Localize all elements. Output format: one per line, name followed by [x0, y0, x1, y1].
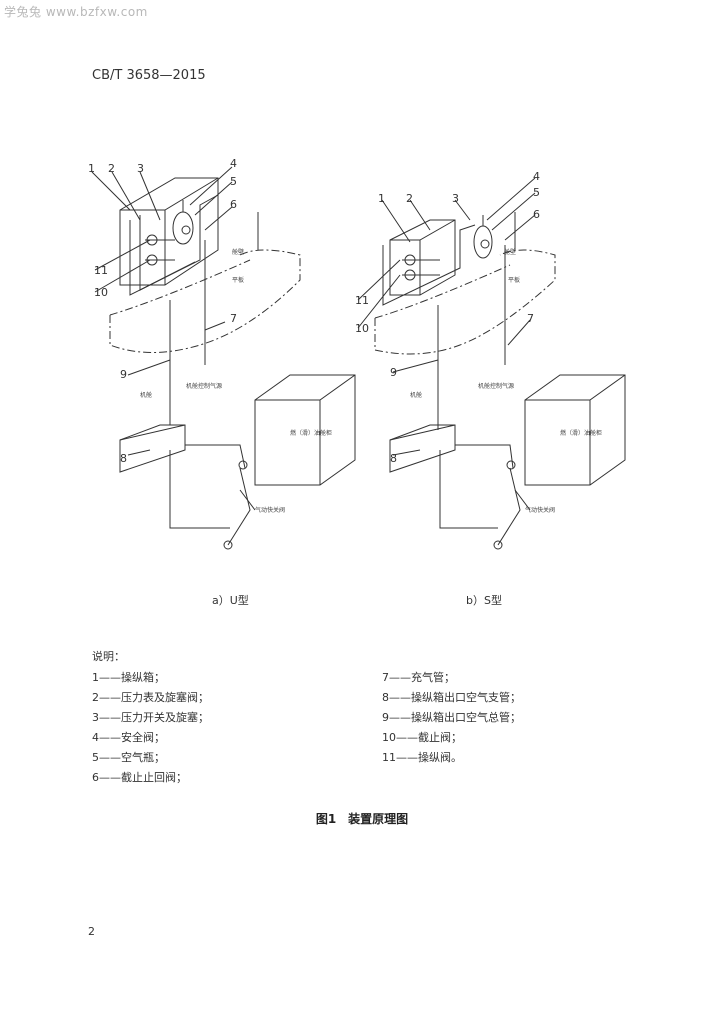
note-item: 1——操纵箱；: [92, 671, 165, 684]
callout-4-left: 4: [230, 157, 237, 170]
u-type-diagram: [109, 177, 356, 550]
s-valve-label: 气动快关阀: [525, 506, 555, 514]
callout-6-left: 6: [230, 198, 237, 211]
note-item: 2——压力表及旋塞阀；: [92, 691, 209, 704]
figure-title: 图1 装置原理图: [315, 812, 409, 826]
callout-5-right: 5: [533, 186, 540, 199]
callout-7-left: 7: [230, 312, 237, 325]
s-control-air-label: 机舱控制气源: [478, 382, 514, 390]
callout-11-left: 11: [94, 264, 108, 277]
callout-5-left: 5: [230, 175, 237, 188]
callout-6-right: 6: [533, 208, 540, 221]
note-item: 3——压力开关及旋塞；: [92, 711, 209, 724]
schematic-figure: 1 2 3 4 5 6 7 8 9 10 11 舱壁 平板 机舱 燃（滑）油舱柜…: [0, 150, 724, 610]
callout-8-right: 8: [390, 452, 397, 465]
schematic-drawing: 1 2 3 4 5 6 7 8 9 10 11 舱壁 平板 机舱 燃（滑）油舱柜…: [88, 157, 626, 550]
note-item: 5——空气瓶；: [92, 751, 165, 764]
callout-3-right: 3: [452, 192, 459, 205]
note-item: 4——安全阀；: [92, 731, 165, 744]
note-item: 8——操纵箱出口空气支管；: [382, 691, 521, 704]
u-tank-label: 燃（滑）油舱柜: [290, 429, 332, 437]
callout-8-left: 8: [120, 452, 127, 465]
page-number: 2: [88, 925, 95, 938]
callout-11-right: 11: [355, 294, 369, 307]
callout-4-right: 4: [533, 170, 540, 183]
callout-2-left: 2: [108, 162, 115, 175]
callout-10-left: 10: [94, 286, 108, 299]
s-type-diagram: [374, 212, 626, 550]
u-bulkhead-label: 舱壁: [232, 248, 244, 256]
callout-9-right: 9: [390, 366, 397, 379]
note-item: 11——操纵阀。: [382, 751, 462, 764]
notes-right-column: 7——充气管； 8——操纵箱出口空气支管； 9——操纵箱出口空气总管； 10——…: [382, 668, 521, 768]
note-item: 9——操纵箱出口空气总管；: [382, 711, 521, 724]
caption-s-type: b）S型: [466, 594, 502, 607]
callout-1-left: 1: [88, 162, 95, 175]
notes-left-column: 1——操纵箱； 2——压力表及旋塞阀； 3——压力开关及旋塞； 4——安全阀； …: [92, 668, 209, 788]
watermark: 学兔兔 www.bzfxw.com: [4, 5, 148, 19]
s-bulkhead-label: 舱壁: [504, 248, 516, 256]
caption-u-type: a）U型: [212, 594, 249, 607]
s-cabin-label: 机舱: [410, 391, 422, 399]
callout-10-right: 10: [355, 322, 369, 335]
u-deck-label: 平板: [232, 276, 244, 284]
note-item: 10——截止阀；: [382, 731, 462, 744]
note-item: 6——截止止回阀；: [92, 771, 187, 784]
callout-9-left: 9: [120, 368, 127, 381]
note-item: 7——充气管；: [382, 671, 455, 684]
notes-section: 说明： 1——操纵箱； 2——压力表及旋塞阀； 3——压力开关及旋塞； 4——安…: [92, 648, 521, 784]
standard-number: CB/T 3658—2015: [92, 68, 206, 83]
notes-title: 说明：: [92, 650, 125, 663]
callout-1-right: 1: [378, 192, 385, 205]
s-deck-label: 平板: [508, 276, 520, 284]
callout-7-right: 7: [527, 312, 534, 325]
u-cabin-label: 机舱: [140, 391, 152, 399]
callout-3-left: 3: [137, 162, 144, 175]
u-control-air-label: 机舱控制气源: [186, 382, 222, 390]
u-valve-label: 气动快关阀: [255, 506, 285, 514]
s-tank-label: 燃（滑）油舱柜: [560, 429, 602, 437]
callout-2-right: 2: [406, 192, 413, 205]
